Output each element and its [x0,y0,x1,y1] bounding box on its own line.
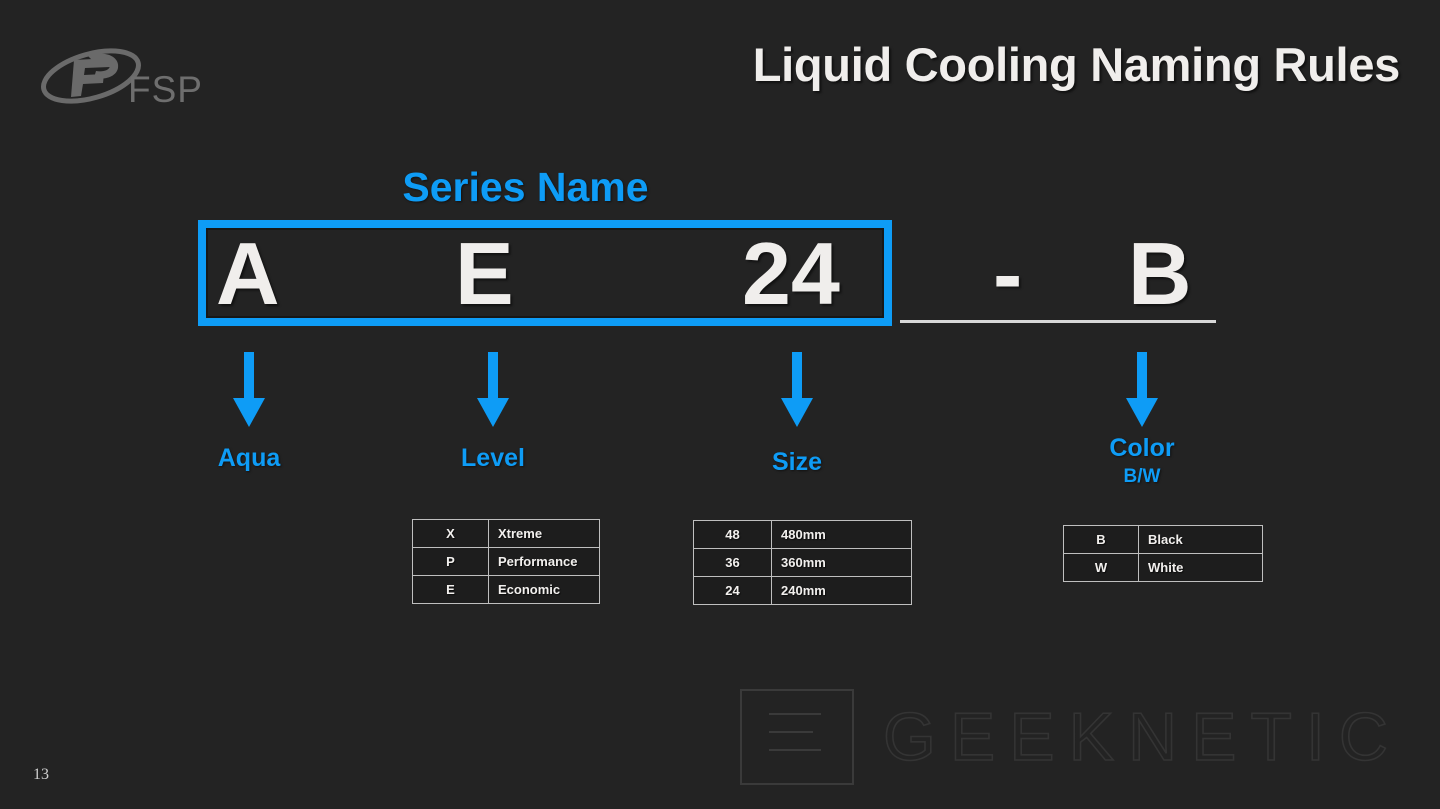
page-number: 13 [33,766,49,783]
code-char-level: E [455,224,514,323]
callout-text-level: Level [461,444,525,472]
callout-text-aqua: Aqua [217,444,281,472]
arrow-down-icon-aqua [232,352,266,428]
size-legend-table: 48 480mm 36 360mm 24 240mm [693,520,912,605]
level-legend-table: X Xtreme P Performance E Economic [412,519,600,604]
callout-text-color: Color [1109,434,1175,462]
table-row: P Performance [412,547,600,576]
callout-text-size: Size [771,448,823,476]
series-name-label: Series Name [402,164,649,210]
suffix-underline [900,320,1216,323]
legend-value: Black [1138,525,1263,554]
arrow-down-icon-size [780,352,814,428]
arrow-down-icon-level [476,352,510,428]
fsp-logo: FSP [28,42,298,112]
geeknetic-watermark: GEEKNETIC [735,672,1415,787]
legend-key: W [1063,553,1139,582]
legend-key: 24 [693,576,772,605]
code-char-size: 24 [742,224,840,323]
legend-value: 360mm [771,548,912,577]
table-row: B Black [1063,525,1263,554]
svg-text:FSP: FSP [128,69,203,110]
series-name-highlight-inner-border [206,228,884,318]
legend-key: E [412,575,489,604]
legend-key: 36 [693,548,772,577]
callout-label-color: Color B/W [1062,434,1222,488]
legend-key: P [412,547,489,576]
code-char-aqua: A [216,224,280,323]
table-row: 24 240mm [693,576,912,605]
callout-label-level: Level [413,444,573,473]
page-title: Liquid Cooling Naming Rules [752,38,1401,91]
legend-value: Economic [488,575,600,604]
legend-key: B [1063,525,1139,554]
legend-value: Xtreme [488,519,600,548]
legend-value: 480mm [771,520,912,549]
table-row: W White [1063,553,1263,582]
legend-key: X [412,519,489,548]
arrow-down-icon-color [1125,352,1159,428]
series-name-highlight-box [198,220,892,326]
code-char-dash: - [993,224,1023,323]
legend-value: Performance [488,547,600,576]
callout-label-size: Size [717,448,877,477]
table-row: 48 480mm [693,520,912,549]
callout-subtext-color: B/W [1123,466,1161,487]
svg-text:GEEKNETIC: GEEKNETIC [883,699,1402,775]
legend-key: 48 [693,520,772,549]
code-char-color: B [1128,224,1192,323]
legend-value: White [1138,553,1263,582]
table-row: 36 360mm [693,548,912,577]
legend-value: 240mm [771,576,912,605]
table-row: X Xtreme [412,519,600,548]
callout-label-aqua: Aqua [169,444,329,473]
table-row: E Economic [412,575,600,604]
color-legend-table: B Black W White [1063,525,1263,582]
